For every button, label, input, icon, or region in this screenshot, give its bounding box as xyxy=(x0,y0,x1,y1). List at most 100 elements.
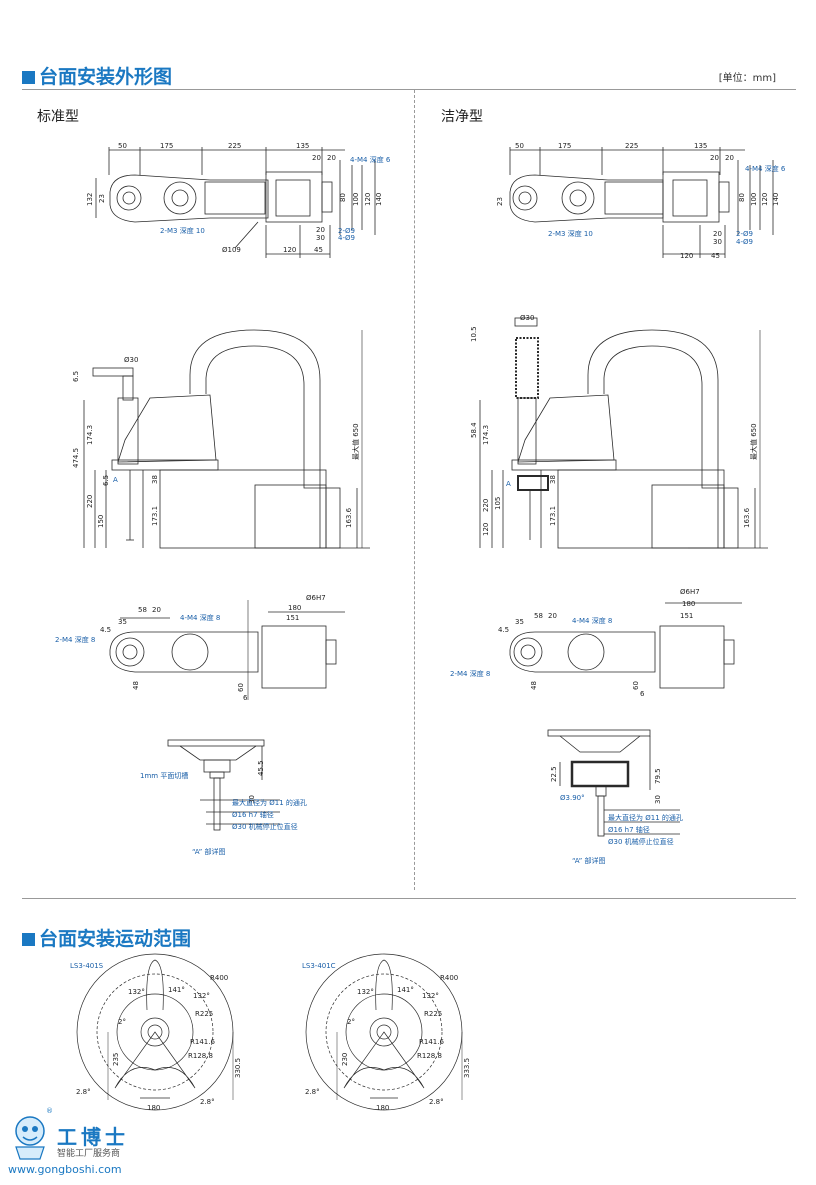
dim-6-5: 6.5 xyxy=(72,371,80,382)
label-2-m4-depth8: 2-M4 深度 8 xyxy=(55,635,95,644)
range-2deg: 2° xyxy=(118,1018,126,1026)
dim-120: 120 xyxy=(283,246,296,254)
dim-80-clean: 80 xyxy=(738,193,746,202)
range-132: 132° xyxy=(128,988,145,996)
dim-38: 38 xyxy=(151,475,159,484)
dim-45: 45 xyxy=(314,246,323,254)
subtitle-standard: 标准型 xyxy=(37,109,79,125)
range-r141-6: R141.6 xyxy=(190,1038,215,1046)
dim-d109: Ø109 xyxy=(222,246,241,254)
square-bullet-icon xyxy=(22,71,35,84)
dim-6-clean: 6 xyxy=(640,690,645,698)
dim-120-clean: 120 xyxy=(680,252,693,260)
dim-20c: 20 xyxy=(316,226,325,234)
range-ls3-401s: LS3-401S R400 R225 R141.6 R128.8 132° 14… xyxy=(70,953,242,1112)
range-r141-6-c: R141.6 xyxy=(419,1038,444,1046)
clean-plan-view: 35 58 20 4-M4 深度 8 2-M4 深度 8 4.5 Ø6H7 18… xyxy=(450,588,742,698)
dim-135-clean: 135 xyxy=(694,142,707,150)
range-141: 141° xyxy=(168,986,185,994)
dim-163-6: 163.6 xyxy=(345,507,353,528)
dim-120-side: 120 xyxy=(482,523,490,536)
label-m4-depth6: 4-M4 深度 6 xyxy=(350,155,391,164)
dim-173-1-clean: 173.1 xyxy=(549,506,557,526)
dim-d6h7: Ø6H7 xyxy=(306,594,326,602)
clean-top-view: 50 175 225 135 20 20 4-M4 深度 6 2-M3 深度 1… xyxy=(496,142,786,260)
dim-30-detail: 30 xyxy=(248,795,256,804)
range-333-5: 333.5 xyxy=(463,1058,471,1078)
dim-50-clean: 50 xyxy=(515,142,524,150)
square-bullet-icon xyxy=(22,933,35,946)
dim-48-clean: 48 xyxy=(530,681,538,690)
dim-d30-clean: Ø30 xyxy=(520,314,534,322)
range-2deg-c: 2° xyxy=(347,1018,355,1026)
label-through-hole: 最大直径为 Ø11 的通孔 xyxy=(232,798,307,807)
standard-detail-a: 1mm 平面切槽 45.5 30 最大直径为 Ø11 的通孔 Ø16 h7 轴径… xyxy=(140,739,307,856)
dim-79-5: 79.5 xyxy=(654,768,662,784)
range-r225-c: R225 xyxy=(424,1010,442,1018)
range-180: 180 xyxy=(147,1104,160,1112)
dim-100: 100 xyxy=(352,193,360,206)
dim-38-clean: 38 xyxy=(549,475,557,484)
dim-135: 135 xyxy=(296,142,309,150)
label-m3-depth10-clean: 2-M3 深度 10 xyxy=(548,229,593,238)
range-r400: R400 xyxy=(210,974,228,982)
section-title-outline: 台面安装外形图 xyxy=(22,62,172,89)
label-max650-clean: 最大值 650 xyxy=(749,423,758,460)
dim-174-3: 174.3 xyxy=(86,425,94,445)
dim-58-clean: 58 xyxy=(534,612,543,620)
dim-20b-clean: 20 xyxy=(725,154,734,162)
dim-173-1: 173.1 xyxy=(151,506,159,526)
range-230: 230 xyxy=(341,1053,349,1066)
dim-23: 23 xyxy=(98,194,106,203)
column-divider xyxy=(414,90,415,890)
dim-220-clean: 220 xyxy=(482,499,490,512)
dim-30-clean: 30 xyxy=(713,238,722,246)
label-m3-depth10: 2-M3 深度 10 xyxy=(160,226,205,235)
dim-150: 150 xyxy=(97,515,105,528)
dim-35: 35 xyxy=(118,618,127,626)
dim-10-5: 10.5 xyxy=(470,326,478,342)
dim-474-5: 474.5 xyxy=(72,448,80,468)
label-4-m4-depth8: 4-M4 深度 8 xyxy=(180,613,220,622)
range-132b-c: 132° xyxy=(422,992,439,1000)
label-a: A xyxy=(113,476,118,484)
range-141-c: 141° xyxy=(397,986,414,994)
dim-48: 48 xyxy=(132,681,140,690)
dim-20: 20 xyxy=(152,606,161,614)
dim-4-5-clean: 4.5 xyxy=(498,626,509,634)
dim-58: 58 xyxy=(138,606,147,614)
clean-detail-a: 22.5 79.5 30 Ø3.90° 最大直径为 Ø11 的通孔 Ø16 h7… xyxy=(547,729,683,865)
unit-label: [单位：mm] xyxy=(718,73,776,84)
dim-d6h7-clean: Ø6H7 xyxy=(680,588,700,596)
divider-2 xyxy=(22,898,796,899)
range-r128-8-c: R128.8 xyxy=(417,1052,442,1060)
standard-top-view: 50 175 225 135 20 20 4-M4 深度 6 2-M3 深度 1… xyxy=(86,142,391,258)
label-2-d9: 2-Ø9 xyxy=(338,227,355,235)
label-4-d9: 4-Ø9 xyxy=(338,234,355,242)
dim-220: 220 xyxy=(86,495,94,508)
range-2-8: 2.8° xyxy=(76,1088,91,1096)
divider xyxy=(22,89,796,90)
dim-20b: 20 xyxy=(327,154,336,162)
range-132-c: 132° xyxy=(357,988,374,996)
range-r225: R225 xyxy=(195,1010,213,1018)
dim-151: 151 xyxy=(286,614,299,622)
dim-180-clean: 180 xyxy=(682,600,695,608)
dim-23-clean: 23 xyxy=(496,197,504,206)
label-stop-diameter-clean: Ø30 机械停止位直径 xyxy=(608,837,674,846)
dim-225-clean: 225 xyxy=(625,142,638,150)
dim-80: 80 xyxy=(339,193,347,202)
standard-side-view: Ø30 6.5 174.3 474.5 220 150 173.1 163.6 … xyxy=(72,329,370,549)
label-flat-cut: 1mm 平面切槽 xyxy=(140,771,188,780)
model-label-c: LS3-401C xyxy=(302,962,336,970)
range-2-8-c: 2.8° xyxy=(305,1088,320,1096)
caption-detail-a: “A” 部详图 xyxy=(192,847,226,856)
dim-6-5b: 6.5 xyxy=(102,475,110,486)
dim-175: 175 xyxy=(160,142,173,150)
label-2-d9-clean: 2-Ø9 xyxy=(736,230,753,238)
brand-url[interactable]: www.gongboshi.com xyxy=(8,1163,122,1176)
dim-45-5: 45.5 xyxy=(257,760,265,776)
label-4-d9-clean: 4-Ø9 xyxy=(736,238,753,246)
dim-225: 225 xyxy=(228,142,241,150)
mascot-logo-icon: ® xyxy=(15,1107,53,1160)
